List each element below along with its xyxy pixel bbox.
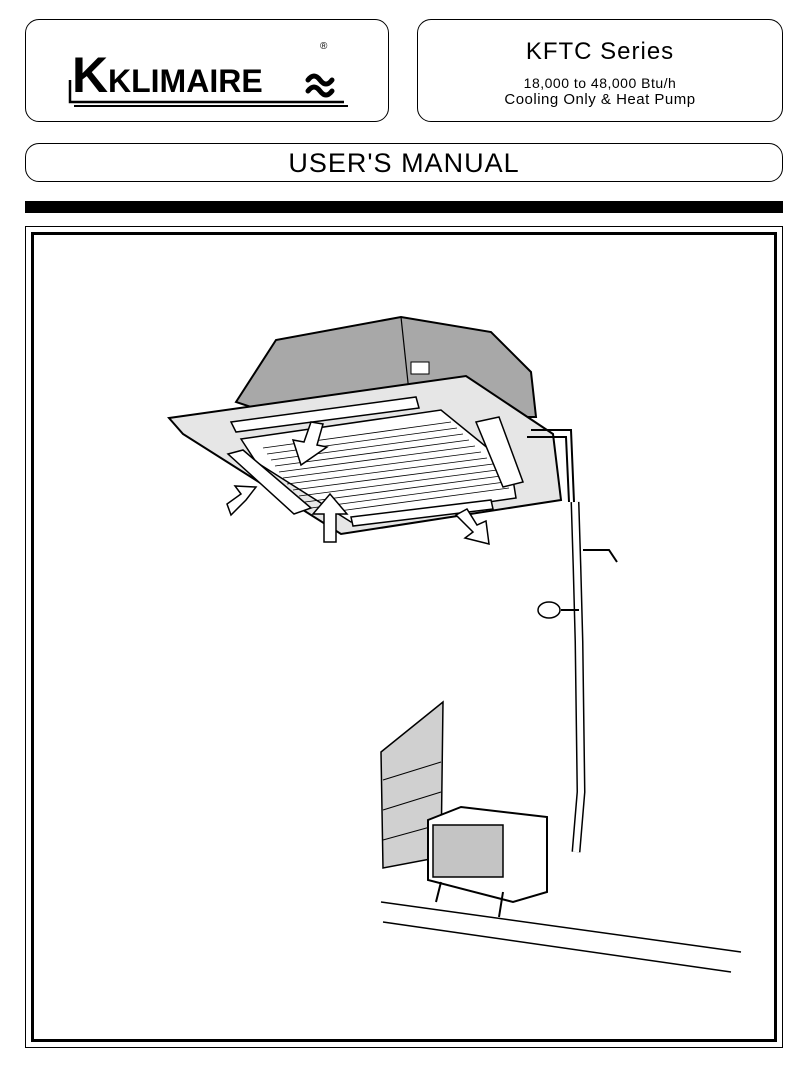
logo-wordmark: KLIMAIRE bbox=[108, 63, 263, 99]
refrigerant-piping bbox=[527, 429, 618, 853]
unit-type: Cooling Only & Heat Pump bbox=[504, 91, 696, 108]
title-panel: USER'S MANUAL bbox=[25, 143, 783, 182]
illustration-frame-outer bbox=[25, 226, 783, 1048]
illustration-frame-inner bbox=[31, 232, 777, 1042]
logo-letter-k: K bbox=[72, 47, 108, 103]
air-conditioner-illustration bbox=[167, 315, 742, 973]
ground-lines bbox=[380, 901, 742, 973]
klimaire-logo: K KLIMAIRE ® bbox=[68, 41, 348, 107]
series-panel: KFTC Series 18,000 to 48,000 Btu/h Cooli… bbox=[417, 19, 783, 122]
registered-mark: ® bbox=[320, 41, 328, 52]
capacity-range: 18,000 to 48,000 Btu/h bbox=[523, 75, 677, 91]
series-title: KFTC Series bbox=[525, 38, 675, 65]
logo-panel: K KLIMAIRE ® bbox=[25, 19, 389, 122]
outdoor-unit bbox=[427, 805, 548, 918]
heavy-divider bbox=[25, 201, 783, 213]
cassette-indoor-unit bbox=[167, 315, 563, 545]
page-title: USER'S MANUAL bbox=[288, 148, 520, 178]
